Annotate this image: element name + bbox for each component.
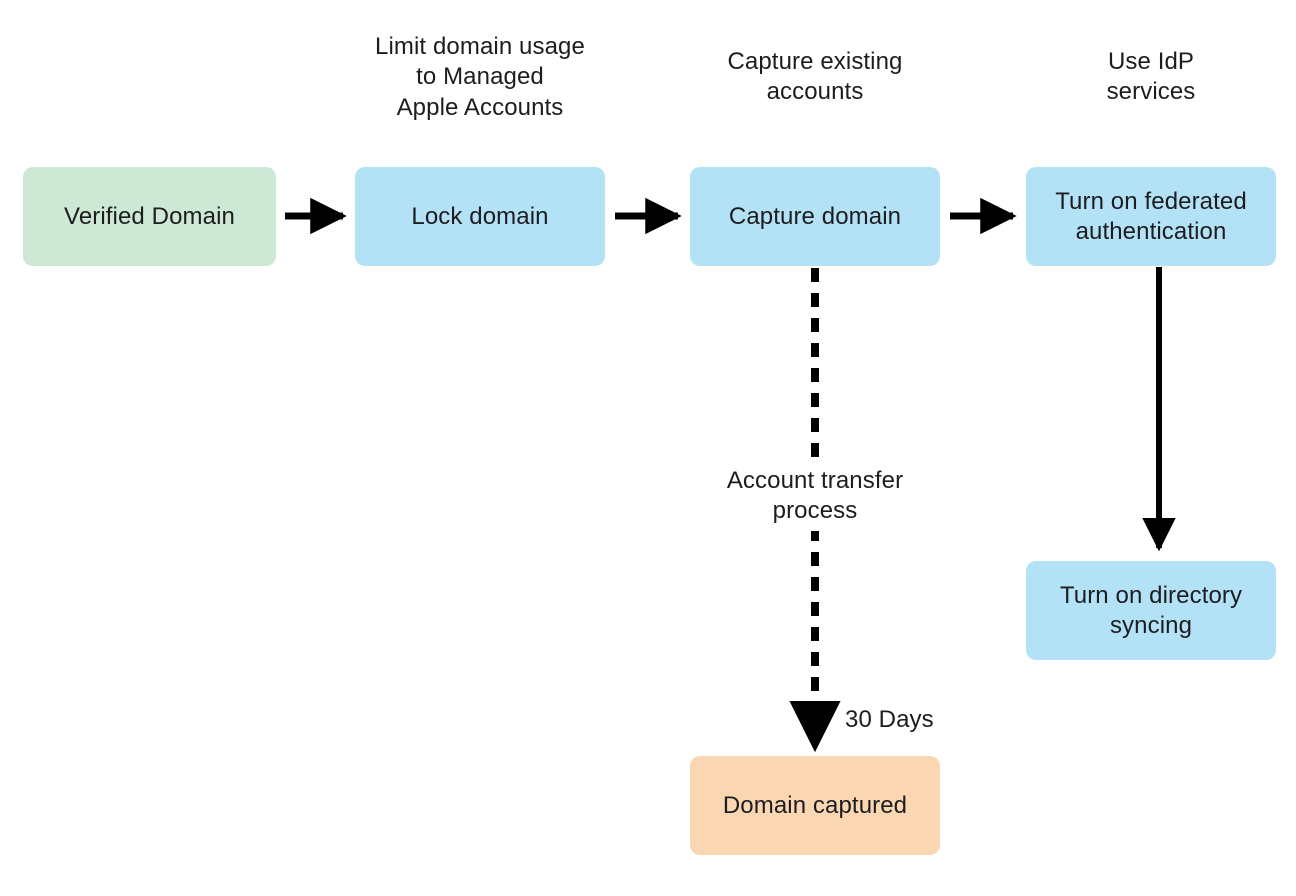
- node-federated-label-line-1: Turn on federated: [1055, 187, 1247, 215]
- node-verified-domain-label: Verified Domain: [64, 202, 235, 230]
- node-verified-domain[interactable]: Verified Domain: [23, 167, 276, 266]
- node-capture-domain-label: Capture domain: [728, 202, 902, 230]
- edge-label-thirty-days-text: 30 Days: [845, 706, 934, 733]
- caption-federated-line-2: services: [1106, 78, 1196, 106]
- edge-label-account-transfer-process: Account transfer process: [690, 462, 940, 531]
- caption-lock-domain-line-3: Apple Accounts: [396, 93, 564, 121]
- node-federated-label-line-2: authentication: [1075, 217, 1227, 245]
- node-directory-label-line-1: Turn on directory: [1059, 581, 1243, 609]
- node-turn-on-directory-syncing[interactable]: Turn on directory syncing: [1026, 561, 1276, 660]
- caption-federated-line-1: Use IdP: [1107, 48, 1195, 75]
- edge-label-account-transfer-line-1: Account transfer: [726, 467, 904, 494]
- caption-capture-domain-line-1: Capture existing: [727, 48, 903, 75]
- caption-capture-domain: Capture existing accounts: [690, 47, 940, 108]
- node-directory-label-line-2: syncing: [1109, 611, 1193, 639]
- node-lock-domain-label: Lock domain: [411, 202, 549, 230]
- caption-lock-domain-line-2: to Managed: [416, 63, 544, 91]
- caption-lock-domain: Limit domain usage to Managed Apple Acco…: [355, 32, 605, 123]
- caption-lock-domain-line-1: Limit domain usage: [375, 33, 585, 60]
- node-capture-domain[interactable]: Capture domain: [690, 167, 940, 266]
- node-lock-domain[interactable]: Lock domain: [355, 167, 605, 266]
- node-turn-on-federated-authentication[interactable]: Turn on federated authentication: [1026, 167, 1276, 266]
- edge-label-thirty-days: 30 Days: [845, 705, 985, 735]
- caption-capture-domain-line-2: accounts: [766, 78, 864, 106]
- edge-label-account-transfer-line-2: process: [772, 497, 858, 525]
- caption-federated-authentication: Use IdP services: [1026, 47, 1276, 108]
- node-domain-captured[interactable]: Domain captured: [690, 756, 940, 855]
- node-domain-captured-label: Domain captured: [722, 791, 908, 819]
